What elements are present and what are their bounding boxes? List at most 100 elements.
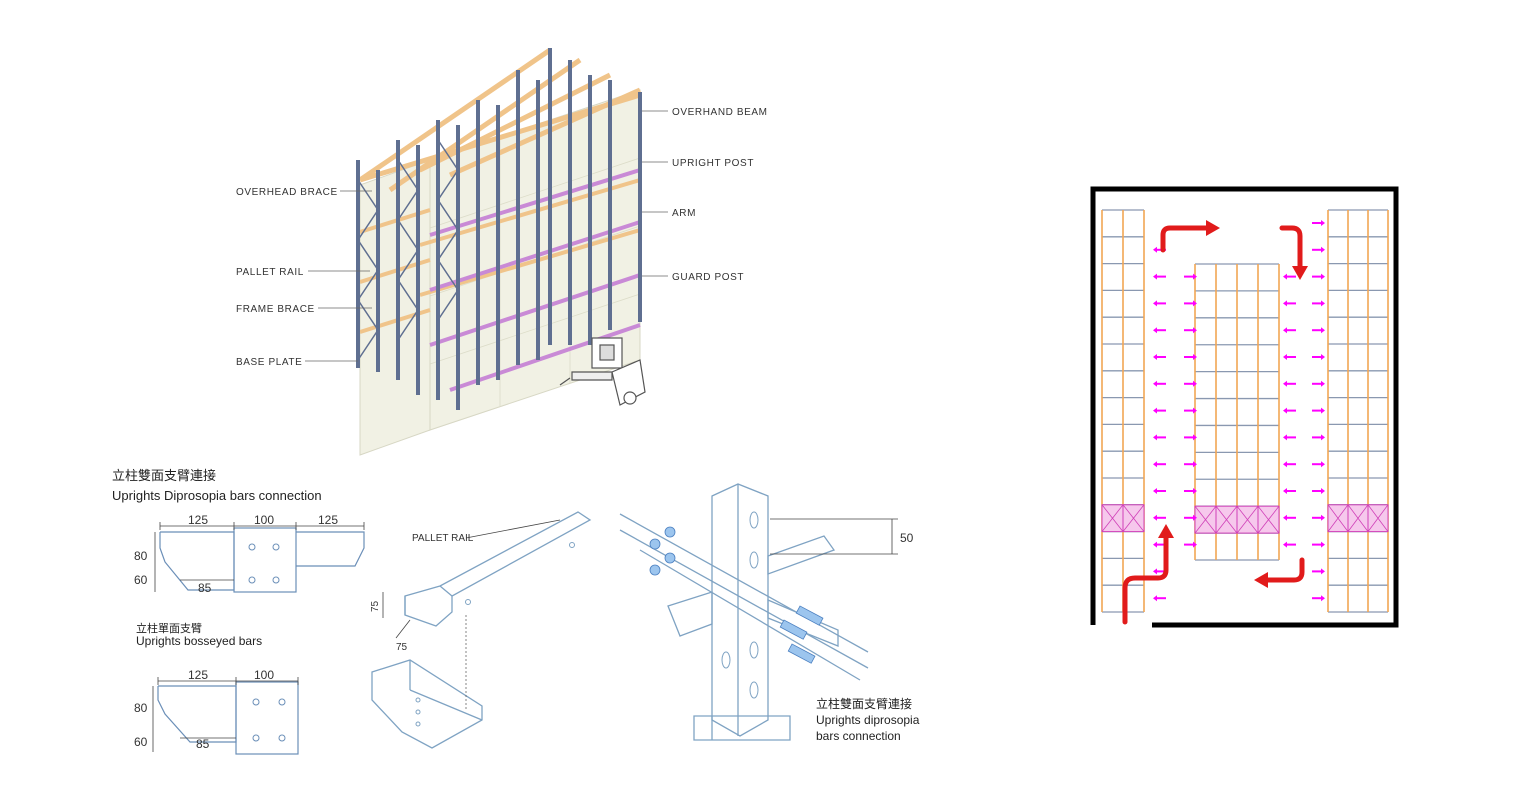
pick-arrow-head xyxy=(1283,273,1287,280)
plan-pallet-x xyxy=(1327,504,1349,532)
label-upright-post: UPRIGHT POST xyxy=(672,158,754,169)
label-overhead-brace: OVERHEAD BRACE xyxy=(236,187,338,198)
pick-arrow-icon xyxy=(1153,461,1166,468)
pick-arrow-icon xyxy=(1184,300,1197,307)
pick-arrow-head xyxy=(1283,541,1287,548)
upright-iso-detail: 50 立柱雙面支臂連接 Uprights diprosopia bars con… xyxy=(619,483,920,743)
pick-arrow-head xyxy=(1153,246,1157,253)
pick-arrow-head xyxy=(1321,595,1325,602)
plan-rack-left xyxy=(1101,209,1145,613)
label-frame-brace: FRAME BRACE xyxy=(236,304,315,315)
pick-arrow-icon xyxy=(1283,300,1296,307)
dim-125-c: 125 xyxy=(188,668,208,682)
pick-arrow-icon xyxy=(1184,354,1197,360)
pallet-rails-purple xyxy=(429,168,641,392)
plan-rack-center xyxy=(1194,263,1280,561)
pick-arrow-head xyxy=(1193,300,1197,307)
frame-braces xyxy=(357,139,459,361)
pick-arrow-head xyxy=(1153,273,1157,280)
pick-arrow-head xyxy=(1153,354,1157,360)
pick-arrow-head xyxy=(1283,461,1287,468)
dim-50: 50 xyxy=(900,531,914,545)
dim-125-b: 125 xyxy=(318,513,338,527)
dim-60-a: 60 xyxy=(134,573,148,587)
caption-iso-cn: 立柱雙面支臂連接 xyxy=(816,696,912,711)
pick-arrow-head xyxy=(1153,380,1157,387)
pick-arrow-icon xyxy=(1153,595,1166,602)
pick-arrow-icon xyxy=(1153,488,1166,494)
caption-dual-cn: 立柱雙面支臂連接 xyxy=(112,468,216,483)
pick-arrow-head xyxy=(1153,595,1157,602)
pick-arrow-head xyxy=(1321,488,1325,494)
label-base-plate: BASE PLATE xyxy=(236,357,302,368)
pick-arrow-head xyxy=(1283,488,1287,494)
dim-85-a: 85 xyxy=(198,581,212,595)
dim-50-lines xyxy=(770,518,898,555)
pick-arrow-head xyxy=(1321,568,1325,575)
pick-arrow-icon xyxy=(1312,300,1325,307)
plan-rack-blocks xyxy=(1101,209,1389,613)
pick-arrow-head xyxy=(1193,461,1197,468)
plan-pick-arrows xyxy=(1153,220,1325,602)
pick-arrow-head xyxy=(1153,327,1157,334)
label-arm: ARM xyxy=(672,208,696,219)
rail-holes xyxy=(415,542,575,727)
plan-pallet-x xyxy=(1347,504,1369,532)
pick-arrow-icon xyxy=(1153,407,1166,414)
pick-arrow-icon xyxy=(1312,220,1325,226)
pick-arrow-icon xyxy=(1312,273,1325,280)
pick-arrow-head xyxy=(1193,380,1197,387)
single-dim-lines xyxy=(152,677,299,752)
pick-arrow-icon xyxy=(1184,514,1197,521)
pick-arrow-icon xyxy=(1153,380,1166,387)
upright-slots xyxy=(721,511,759,699)
pick-arrow-icon xyxy=(1184,541,1197,548)
pick-arrow-head xyxy=(1153,568,1157,575)
pick-arrow-icon xyxy=(1283,380,1296,387)
dim-60-b: 60 xyxy=(134,735,148,749)
pick-arrow-head xyxy=(1153,541,1157,548)
pick-arrow-head xyxy=(1153,488,1157,494)
pick-arrow-head xyxy=(1153,407,1157,414)
pick-arrow-icon xyxy=(1312,246,1325,253)
dual-dim-lines xyxy=(154,522,365,592)
dim-85-b: 85 xyxy=(196,737,210,751)
rail-dim-lines xyxy=(382,519,561,639)
plan-pallet-x xyxy=(1257,505,1280,534)
pick-arrow-head xyxy=(1283,514,1287,521)
plan-pallet-x xyxy=(1101,504,1124,532)
pick-arrow-head xyxy=(1193,273,1197,280)
pick-arrow-head xyxy=(1193,407,1197,414)
plan-pallet-x xyxy=(1367,504,1389,532)
dual-arm-outline xyxy=(159,527,365,593)
pick-arrow-head xyxy=(1283,300,1287,307)
pick-arrow-icon xyxy=(1312,407,1325,414)
pick-arrow-icon xyxy=(1283,514,1296,521)
pick-arrow-head xyxy=(1283,407,1287,414)
caption-iso-en-2: bars connection xyxy=(816,729,901,743)
pick-arrow-icon xyxy=(1312,434,1325,441)
pick-arrow-icon xyxy=(1312,327,1325,334)
pick-arrow-head xyxy=(1153,514,1157,521)
pick-arrow-head xyxy=(1193,514,1197,521)
pick-arrow-head xyxy=(1193,327,1197,334)
pick-arrow-icon xyxy=(1283,488,1296,494)
pallet-rail-detail: PALLET RAIL 75 75 xyxy=(370,511,592,749)
pick-arrow-icon xyxy=(1312,568,1325,575)
dim-125-a: 125 xyxy=(188,513,208,527)
pick-arrow-icon xyxy=(1283,273,1296,280)
pick-arrow-icon xyxy=(1283,407,1296,414)
pick-arrow-icon xyxy=(1312,488,1325,494)
pick-arrow-icon xyxy=(1153,273,1166,280)
dual-arm-holes xyxy=(248,543,280,584)
caption-single-cn: 立柱單面支臂 xyxy=(136,621,202,635)
label-leaders xyxy=(305,110,668,362)
rack-isometric: OVERHAND BEAM UPRIGHT POST ARM GUARD POS… xyxy=(236,47,767,456)
pick-arrow-icon xyxy=(1184,461,1197,468)
pick-arrow-icon xyxy=(1283,461,1296,468)
label-pallet-rail: PALLET RAIL xyxy=(236,267,304,278)
dim-100-a: 100 xyxy=(254,513,274,527)
pick-arrow-head xyxy=(1321,514,1325,521)
pick-arrow-head xyxy=(1193,354,1197,360)
